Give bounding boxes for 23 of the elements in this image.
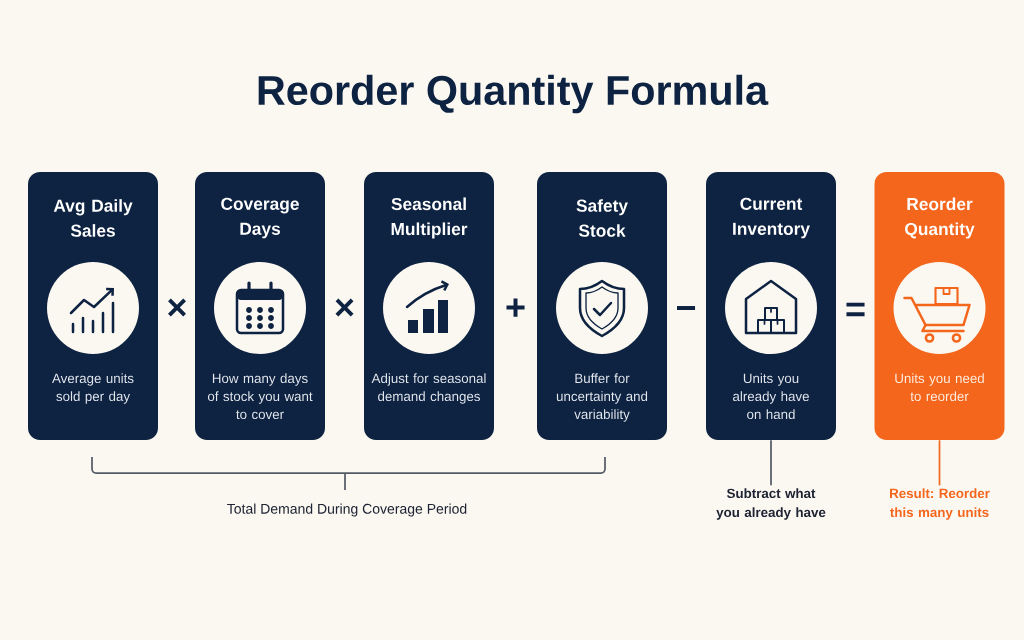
node-label: Reorder Quantity — [905, 197, 975, 239]
note-text: Result: Reorder this many units — [890, 488, 990, 520]
times-sign: × — [168, 298, 186, 317]
node-label: Adjust for seasonal demand changes — [371, 373, 486, 404]
equals-sign: = — [846, 302, 865, 317]
node-label: How many days of stock you want to cover — [207, 373, 313, 420]
node-label: Current Inventory — [733, 197, 810, 239]
node-label: Coverage Days — [221, 197, 299, 239]
node-label: Seasonal Multiplier — [391, 197, 468, 239]
node-label: Safety Stock — [576, 199, 628, 237]
node-label: Avg Daily Sales — [53, 199, 133, 237]
note-text: Subtract what you already have — [716, 488, 826, 520]
leader-line — [770, 439, 772, 487]
node-label: Units you already have on hand — [733, 373, 809, 420]
node-label: Units you need to reorder — [895, 373, 984, 402]
plus-sign: + — [506, 298, 525, 317]
times-sign: × — [335, 298, 354, 317]
node-label: Average units sold per day — [52, 373, 134, 404]
node-label: Buffer for uncertainty and variability — [556, 373, 648, 422]
leader-line — [938, 439, 941, 487]
title: Reorder Quantity Formula — [258, 74, 769, 114]
bracket-label: Total Demand During Coverage Period — [227, 503, 467, 517]
minus-sign: − — [677, 306, 696, 310]
